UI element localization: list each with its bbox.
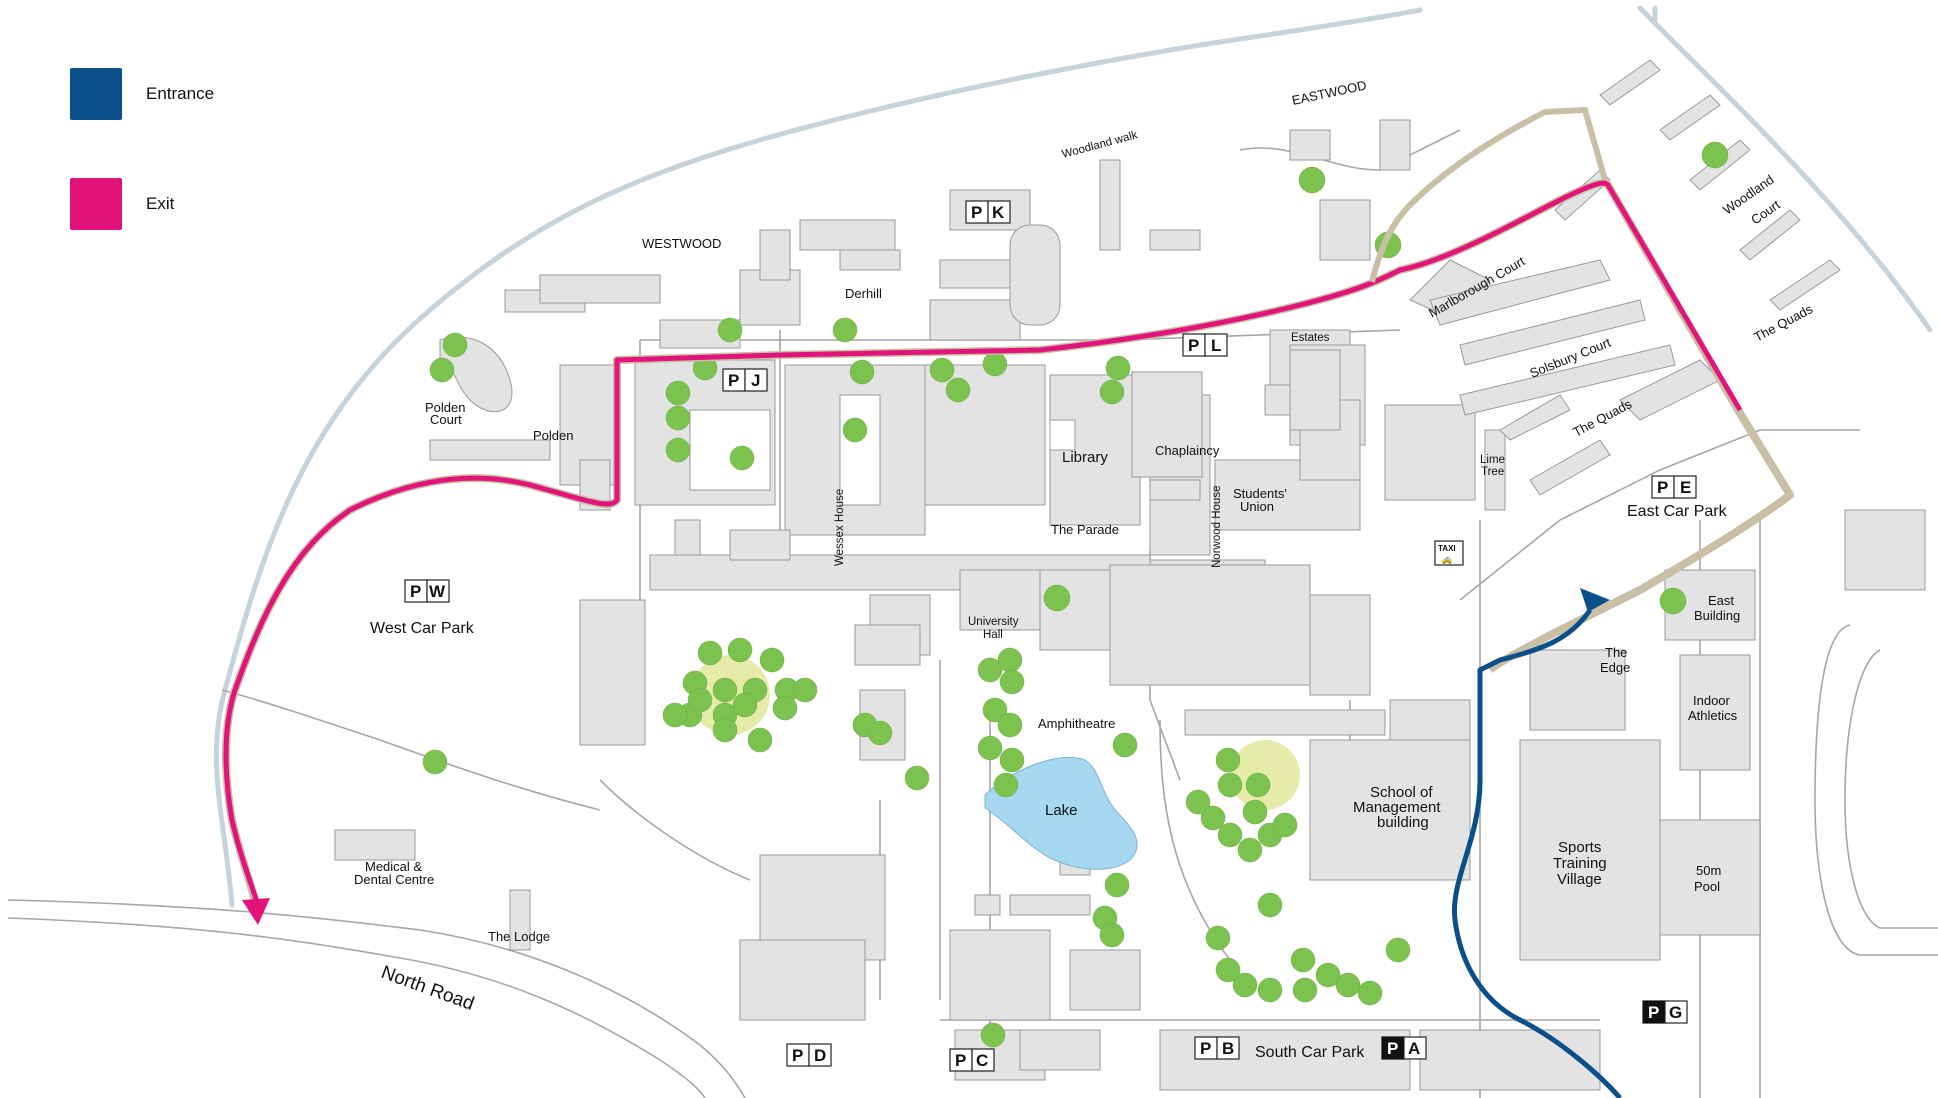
50m-pool-label-2: Pool (1694, 879, 1720, 894)
svg-text:W: W (429, 582, 446, 601)
taxi-car-icon: 🚕 (1441, 554, 1452, 564)
trees (422, 141, 1729, 1048)
university-hall-label-1: University (968, 616, 1019, 628)
library-label: Library (1062, 449, 1108, 466)
chaplaincy-label: Chaplaincy (1155, 443, 1220, 458)
university-hall-label-2: Hall (983, 629, 1003, 641)
exit-swatch (70, 178, 122, 230)
south-car-park-label: South Car Park (1255, 1044, 1365, 1061)
east-car-park-label: East Car Park (1627, 503, 1728, 520)
derhill-label: Derhill (845, 286, 882, 301)
svg-text:P: P (1387, 1039, 1398, 1058)
svg-text:P: P (1657, 478, 1668, 497)
polden-court-label-2: Court (430, 412, 462, 427)
exit-label: Exit (146, 194, 175, 213)
svg-text:P: P (971, 203, 982, 222)
track-ne-loop (1369, 106, 1608, 283)
svg-text:G: G (1669, 1003, 1682, 1022)
the-parade-label: The Parade (1051, 522, 1119, 537)
west-car-park-label: West Car Park (370, 620, 475, 637)
legend: Entrance Exit (70, 68, 214, 288)
svg-text:E: E (1680, 478, 1691, 497)
north-road-label: North Road (378, 962, 476, 1015)
parking-pw: P W (404, 579, 450, 603)
parking-pg: P G (1642, 1000, 1688, 1024)
lime-tree-label-1: Lime (1480, 454, 1505, 466)
medical-centre-label-1: Medical & (365, 859, 422, 874)
svg-text:K: K (992, 203, 1005, 222)
lime-tree-label-2: Tree (1481, 466, 1504, 478)
svg-text:P: P (1188, 336, 1199, 355)
medical-centre-label-2: Dental Centre (354, 872, 434, 887)
parking-pa: P A (1381, 1036, 1427, 1060)
parking-pl: P L (1182, 333, 1228, 357)
norwood-house-label: Norwood House (1211, 486, 1223, 568)
svg-text:J: J (751, 371, 760, 390)
legend-exit: Exit (70, 178, 214, 230)
estates-label: Estates (1291, 332, 1330, 344)
westwood-label: WESTWOOD (642, 236, 721, 251)
the-quads-label-1: The Quads (1570, 396, 1634, 440)
polden-court-label-1: Polden (425, 400, 465, 415)
indoor-athletics-label-2: Athletics (1688, 708, 1738, 723)
entrance-route (1451, 608, 1622, 1098)
exit-arrow (242, 898, 270, 925)
svg-text:L: L (1211, 336, 1221, 355)
parking-pb: P B (1194, 1036, 1240, 1060)
school-of-management-label-1: School of (1370, 784, 1433, 801)
polden-label: Polden (533, 428, 573, 443)
entrance-label: Entrance (146, 84, 215, 103)
svg-text:P: P (1200, 1039, 1211, 1058)
parking-pc: P C (949, 1048, 995, 1072)
campus-boundary (213, 5, 1933, 908)
the-edge-label-2: Edge (1600, 660, 1630, 675)
svg-text:P: P (1648, 1003, 1659, 1022)
parking-pj: P J (722, 368, 768, 392)
svg-text:D: D (814, 1046, 826, 1065)
woodland-walk-label: Woodland walk (1061, 129, 1139, 161)
east-building-label-1: East (1708, 593, 1734, 608)
athletics-track (1814, 624, 1938, 956)
svg-text:P: P (728, 371, 739, 390)
students-union-label-2: Union (1240, 499, 1274, 514)
legend-entrance: Entrance (70, 68, 214, 120)
50m-pool-label-1: 50m (1696, 863, 1721, 878)
school-of-management-label-2: Management (1353, 799, 1441, 816)
the-lodge-label: The Lodge (488, 929, 550, 944)
school-of-management-label-3: building (1377, 814, 1429, 831)
lake (984, 756, 1138, 870)
sports-training-village-label-3: Village (1557, 871, 1602, 888)
sports-training-village-label-1: Sports (1558, 839, 1601, 856)
lake-label: Lake (1045, 802, 1078, 819)
indoor-athletics-label-1: Indoor (1693, 693, 1731, 708)
taxi-label: TAXI (1438, 544, 1456, 553)
taxi-sign: TAXI 🚕 (1434, 540, 1464, 566)
eastwood-label: EASTWOOD (1291, 77, 1368, 107)
students-union-label-1: Students' (1233, 486, 1287, 501)
buildings (334, 59, 1926, 1091)
entrance-arrow (1580, 588, 1610, 612)
svg-text:P: P (792, 1046, 803, 1065)
the-edge-label-1: The (1605, 645, 1627, 660)
parking-pe: P E (1651, 475, 1697, 499)
svg-text:A: A (1408, 1039, 1420, 1058)
entrance-swatch (70, 68, 122, 120)
svg-text:C: C (976, 1051, 988, 1070)
parking-pk: P K (965, 200, 1011, 224)
svg-text:P: P (955, 1051, 966, 1070)
svg-text:B: B (1222, 1039, 1234, 1058)
exit-route (223, 180, 1743, 906)
sports-training-village-label-2: Training (1553, 855, 1607, 872)
amphitheatre-label: Amphitheatre (1038, 716, 1115, 731)
wessex-house-label: Wessex House (834, 489, 846, 566)
parking-pd: P D (786, 1043, 832, 1067)
east-building-label-2: Building (1694, 608, 1740, 623)
svg-text:P: P (410, 582, 421, 601)
